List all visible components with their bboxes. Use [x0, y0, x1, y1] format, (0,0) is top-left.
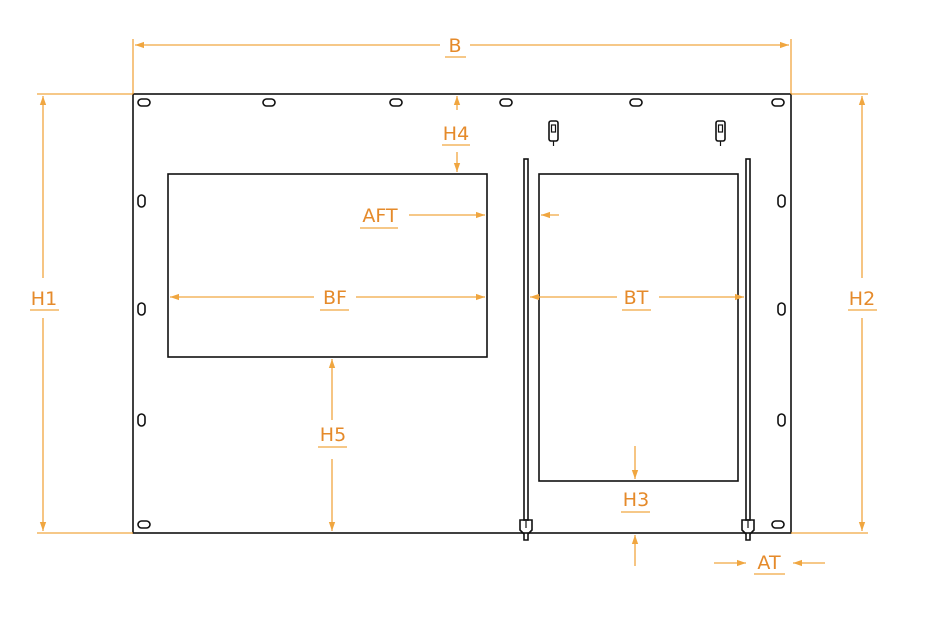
front-cutout — [167, 173, 488, 358]
label-H4: H4 — [443, 123, 469, 145]
mounting-slots-bottom — [137, 520, 785, 529]
dimension-lines — [30, 39, 877, 575]
label-B: B — [448, 35, 461, 57]
label-AFT: AFT — [362, 205, 398, 227]
latch-right — [715, 120, 726, 146]
dimension-labels: B H1 H2 H4 AFT BF BT H5 H3 AT — [31, 35, 875, 574]
label-H1: H1 — [31, 288, 57, 310]
mounting-slots-right — [777, 194, 786, 427]
label-H2: H2 — [849, 288, 875, 310]
top-cutout — [538, 173, 739, 482]
rail-right — [741, 158, 755, 541]
label-H5: H5 — [320, 424, 346, 446]
mounting-slots-left — [137, 194, 146, 427]
panel — [132, 93, 792, 541]
panel-outline — [132, 93, 792, 534]
latch-left — [548, 120, 559, 146]
label-H3: H3 — [623, 489, 649, 511]
mounting-slots-top — [137, 98, 785, 107]
label-BT: BT — [624, 287, 649, 309]
rail-left — [519, 158, 533, 541]
label-AT: AT — [757, 552, 781, 574]
label-BF: BF — [323, 287, 347, 309]
